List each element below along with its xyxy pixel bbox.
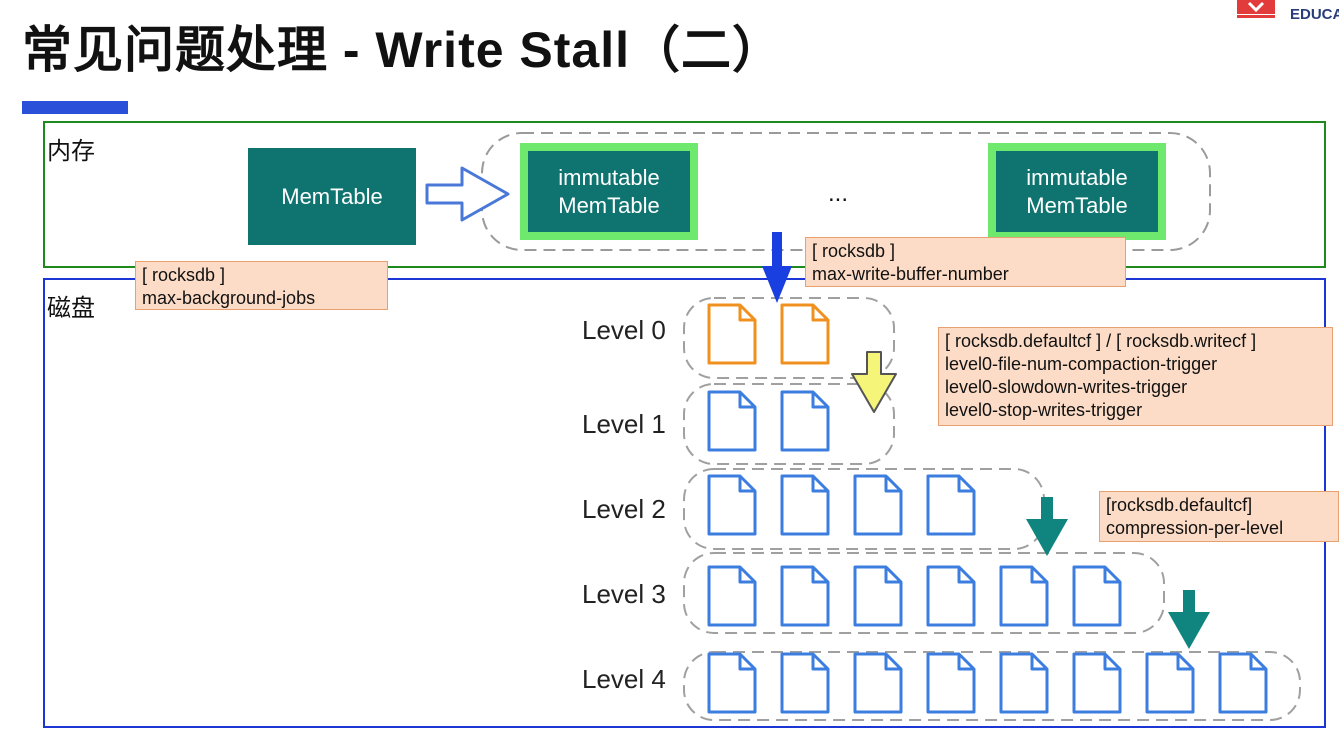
file-icon xyxy=(780,303,830,365)
file-icon xyxy=(780,652,830,714)
file-icon xyxy=(999,652,1049,714)
file-icon xyxy=(926,474,976,536)
file-icon xyxy=(926,565,976,627)
teal-arrow-level2-icon xyxy=(1026,497,1068,556)
file-icon xyxy=(707,303,757,365)
note-compression-per-level: [rocksdb.defaultcf] compression-per-leve… xyxy=(1099,491,1339,542)
flush-arrow-icon xyxy=(425,166,510,222)
level-0-label: Level 0 xyxy=(582,315,666,345)
disk-label: 磁盘 xyxy=(47,295,95,322)
teal-arrow-level3-icon xyxy=(1168,590,1210,649)
memory-region xyxy=(43,121,1326,268)
file-icon xyxy=(853,652,903,714)
level-2-label: Level 2 xyxy=(582,494,666,524)
level-4-label: Level 4 xyxy=(582,664,666,694)
brand-name: EDUCA xyxy=(1290,6,1339,23)
file-icon xyxy=(780,390,830,452)
level-3-label: Level 3 xyxy=(582,579,666,609)
file-icon xyxy=(707,565,757,627)
file-icon xyxy=(926,652,976,714)
note-level0-triggers: [ rocksdb.defaultcf ] / [ rocksdb.writec… xyxy=(938,327,1333,426)
memtable-block: MemTable xyxy=(248,148,416,245)
brand-logo-icon xyxy=(1237,0,1275,18)
file-icon xyxy=(707,390,757,452)
file-icon xyxy=(853,565,903,627)
level-2-outline xyxy=(683,468,1045,550)
yellow-compaction-arrow-icon xyxy=(851,351,897,413)
file-icon xyxy=(853,474,903,536)
file-icon xyxy=(1072,652,1122,714)
note-max-background-jobs: [ rocksdb ] max-background-jobs xyxy=(135,261,388,310)
file-icon xyxy=(780,474,830,536)
memory-label: 内存 xyxy=(47,138,95,165)
file-icon xyxy=(780,565,830,627)
level-1-label: Level 1 xyxy=(582,409,666,439)
ellipsis: ... xyxy=(828,180,849,207)
page-title: 常见问题处理 - Write Stall（二） xyxy=(22,22,784,78)
file-icon xyxy=(1145,652,1195,714)
file-icon xyxy=(1218,652,1268,714)
file-icon xyxy=(1072,565,1122,627)
note-max-write-buffer-number: [ rocksdb ] max-write-buffer-number xyxy=(805,237,1126,287)
title-underline xyxy=(22,101,128,114)
file-icon xyxy=(707,652,757,714)
level-outlines xyxy=(683,297,1301,721)
blue-flush-arrow-icon xyxy=(762,232,792,303)
level-3-outline xyxy=(683,552,1165,634)
file-icon xyxy=(999,565,1049,627)
file-icon xyxy=(707,474,757,536)
level-4-outline xyxy=(683,651,1301,721)
level-files xyxy=(707,303,1268,714)
